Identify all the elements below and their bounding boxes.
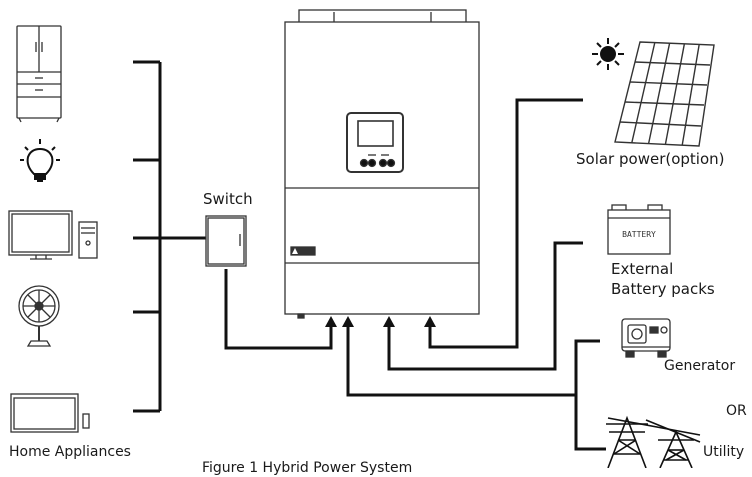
light-bulb-icon bbox=[20, 139, 60, 182]
switch-box-icon bbox=[205, 215, 247, 267]
or-label: OR bbox=[726, 403, 747, 419]
solar-power-label: Solar power(option) bbox=[576, 150, 725, 168]
utility-label: Utility bbox=[703, 444, 745, 460]
figure-caption: Figure 1 Hybrid Power System bbox=[202, 460, 413, 476]
battery-label-line1: External bbox=[611, 260, 674, 278]
power-tower-icon bbox=[606, 415, 701, 469]
battery-box-text: BATTERY bbox=[622, 230, 656, 239]
generator-label: Generator bbox=[664, 358, 736, 374]
battery-icon bbox=[607, 204, 671, 255]
home-appliance-bus bbox=[133, 60, 206, 413]
connection-lines bbox=[224, 98, 606, 451]
switch-label: Switch bbox=[203, 190, 253, 208]
generator-icon bbox=[621, 318, 671, 358]
battery-label-line2: Battery packs bbox=[611, 280, 715, 298]
fan-icon bbox=[18, 285, 60, 347]
home-appliances-label: Home Appliances bbox=[9, 444, 131, 460]
sun-icon bbox=[592, 38, 624, 70]
refrigerator-icon bbox=[16, 25, 62, 123]
tablet-icon bbox=[10, 393, 90, 433]
inverter-icon bbox=[284, 9, 480, 319]
tv-computer-icon bbox=[8, 210, 98, 260]
solar-panel-icon bbox=[614, 41, 715, 147]
